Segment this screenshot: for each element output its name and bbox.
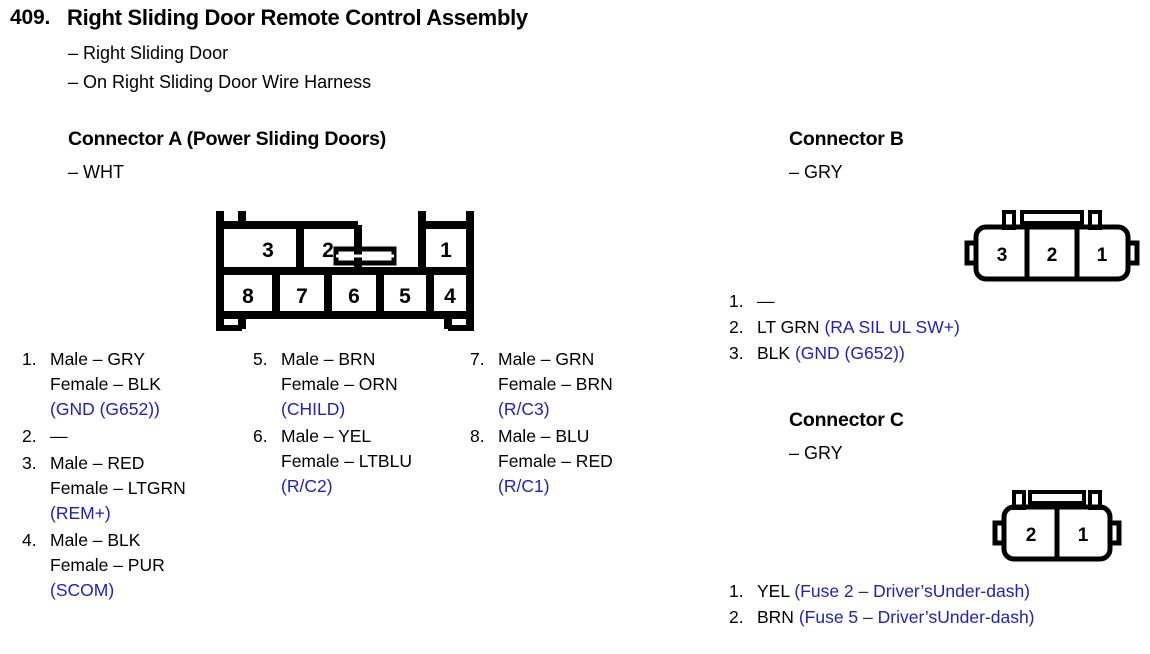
connector-c-subtitle: – GRY — [789, 443, 843, 463]
connector-a-pin-label: 8 — [242, 285, 254, 308]
connector-b-subtitle: – GRY — [789, 162, 843, 182]
pin-wire-male: Male – GRN — [498, 349, 595, 369]
connector-b-title: Connector B — [789, 128, 904, 150]
pin-entry: 1. Male – GRY Female – BLK (GND (G652)) — [22, 347, 252, 422]
connector-a-pin-label: 4 — [444, 285, 456, 308]
header-subtitle-1: – Right Sliding Door — [68, 43, 229, 63]
connector-a-latch-detail — [333, 246, 397, 266]
connector-b-pin-label: 2 — [1047, 245, 1058, 266]
pin-entry: 3. Male – RED Female – LTGRN (REM+) — [22, 451, 252, 526]
connector-a-pin-label: 3 — [262, 239, 274, 262]
pin-entry: 2. — — [22, 424, 252, 449]
pin-number: 5. — [253, 349, 268, 369]
connector-c-pin-list: 1. YEL (Fuse 2 – Driver’sUnder-dash) 2. … — [729, 578, 1139, 630]
pin-entry: 7. Male – GRN Female – BRN (R/C3) — [470, 347, 690, 422]
pin-wire-color: — — [757, 291, 775, 311]
pin-wire-female: Female – BRN — [498, 374, 613, 394]
pin-number: 1. — [22, 349, 37, 369]
list-item: 3. BLK (GND (G652)) — [729, 340, 1129, 366]
connector-c-pin-diagram: 2 1 — [992, 490, 1122, 562]
pin-number: 1. — [729, 581, 744, 601]
connector-a-title: Connector A (Power Sliding Doors) — [68, 128, 387, 150]
pin-wire-male: Male – BLU — [498, 426, 590, 446]
pin-circuit-label: (R/C3) — [498, 399, 550, 419]
connector-a-frame — [216, 211, 474, 331]
list-item: 2. LT GRN (RA SIL UL SW+) — [729, 314, 1129, 340]
pin-number: 2. — [729, 607, 744, 627]
pin-number: 8. — [470, 426, 485, 446]
pin-number: 4. — [22, 530, 37, 550]
connector-a-pin-label: 1 — [440, 239, 452, 262]
list-item: 1. YEL (Fuse 2 – Driver’sUnder-dash) — [729, 578, 1139, 604]
pin-wire-female: Female – ORN — [281, 374, 398, 394]
pin-number: 1. — [729, 291, 744, 311]
pin-wire-female: Female – RED — [498, 451, 613, 471]
connector-a-subtitle: – WHT — [68, 162, 124, 182]
pin-circuit-label: (SCOM) — [50, 580, 115, 600]
pin-wire-color: BRN — [757, 607, 794, 627]
pin-circuit-label: (GND (G652)) — [794, 343, 905, 363]
pin-wire-male: Male – BRN — [281, 349, 376, 369]
list-item: 1. — — [729, 288, 1129, 314]
connector-c-title: Connector C — [789, 409, 904, 431]
pin-wire-color: BLK — [757, 343, 791, 363]
pin-circuit-label: (R/C2) — [281, 476, 333, 496]
connector-a-pin-label: 5 — [399, 285, 411, 308]
pin-number: 2. — [729, 317, 744, 337]
pin-wire-female: Female – LTGRN — [50, 478, 186, 498]
pin-wire-male: Male – RED — [50, 453, 145, 473]
connector-c-pin-label: 2 — [1026, 525, 1037, 546]
connector-a-pin-diagram: 3 2 1 8 7 6 5 4 — [216, 211, 474, 331]
pin-entry: 5. Male – BRN Female – ORN (CHILD) — [253, 347, 468, 422]
pin-entry: 4. Male – BLK Female – PUR (SCOM) — [22, 528, 252, 603]
connector-a-pin-label: 7 — [296, 285, 308, 308]
pin-number: 7. — [470, 349, 485, 369]
connector-c-pin-label: 1 — [1078, 525, 1089, 546]
connector-a-pin-list-column-3: 7. Male – GRN Female – BRN (R/C3) 8. Mal… — [470, 347, 690, 501]
pin-entry: 6. Male – YEL Female – LTBLU (R/C2) — [253, 424, 468, 499]
pin-wire-male: Male – GRY — [50, 349, 145, 369]
pin-entry: 8. Male – BLU Female – RED (R/C1) — [470, 424, 690, 499]
page-title: Right Sliding Door Remote Control Assemb… — [67, 5, 528, 30]
section-number: 409. — [10, 6, 51, 29]
connector-b-pin-label: 1 — [1097, 245, 1108, 266]
pin-wire-female: Female – BLK — [50, 374, 161, 394]
pin-wire-male: Male – YEL — [281, 426, 372, 446]
pin-circuit-label: (RA SIL UL SW+) — [824, 317, 960, 337]
pin-wire-female: Female – LTBLU — [281, 451, 412, 471]
pin-number: 3. — [22, 453, 37, 473]
pin-circuit-label: (Fuse 2 – Driver’sUnder-dash) — [794, 581, 1030, 601]
connector-a-pin-list-column-1: 1. Male – GRY Female – BLK (GND (G652)) … — [22, 347, 252, 605]
pin-circuit-label: (GND (G652)) — [50, 399, 160, 419]
pin-empty-dash: — — [50, 426, 68, 446]
pin-wire-male: Male – BLK — [50, 530, 141, 550]
pin-number: 6. — [253, 426, 268, 446]
pin-circuit-label: (REM+) — [50, 503, 111, 523]
pin-circuit-label: (R/C1) — [498, 476, 550, 496]
connector-b-frame — [964, 210, 1140, 282]
pin-circuit-label: (Fuse 5 – Driver’sUnder-dash) — [798, 607, 1035, 627]
connector-b-pin-label: 3 — [997, 245, 1008, 266]
pin-wire-female: Female – PUR — [50, 555, 165, 575]
connector-a-pin-label: 2 — [322, 239, 334, 262]
connector-b-pin-diagram: 3 2 1 — [962, 210, 1142, 282]
connector-b-pin-list: 1. — 2. LT GRN (RA SIL UL SW+) 3. BLK (G… — [729, 288, 1129, 366]
pin-wire-color: YEL — [757, 581, 790, 601]
list-item: 2. BRN (Fuse 5 – Driver’sUnder-dash) — [729, 604, 1139, 630]
pin-number: 2. — [22, 426, 37, 446]
connector-a-pin-label: 6 — [348, 285, 360, 308]
header-subtitle-2: – On Right Sliding Door Wire Harness — [68, 72, 372, 92]
pin-wire-color: LT GRN — [757, 317, 820, 337]
pin-number: 3. — [729, 343, 744, 363]
connector-c-frame — [992, 490, 1122, 562]
pin-circuit-label: (CHILD) — [281, 399, 346, 419]
connector-a-pin-list-column-2: 5. Male – BRN Female – ORN (CHILD) 6. Ma… — [253, 347, 468, 501]
